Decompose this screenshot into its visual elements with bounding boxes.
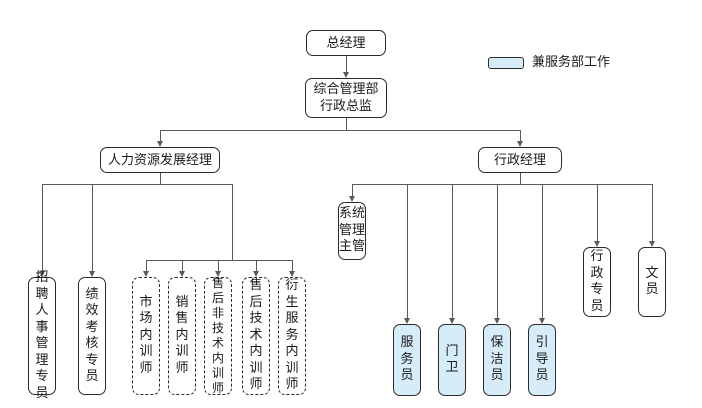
- connector-to-cleaner: [497, 184, 498, 319]
- node-guard-label: 门卫: [445, 343, 459, 376]
- arrow-to-sysadmin: [349, 196, 355, 202]
- node-admin-specialist-label: 行政专员: [590, 249, 604, 314]
- connector-to-service: [407, 184, 408, 319]
- arrow-to-market: [143, 271, 149, 277]
- node-performance-specialist-label: 绩效考核专员: [85, 286, 99, 385]
- connector-to-guide: [542, 184, 543, 319]
- arrow-to-hr: [157, 141, 163, 147]
- node-market-trainer: 市场内训师: [132, 277, 160, 395]
- connector-to-aftersales-nontech: [218, 260, 219, 272]
- arrow-to-service: [404, 318, 410, 324]
- arrow-to-performance: [89, 271, 95, 277]
- legend-label: 兼服务部工作: [532, 55, 611, 70]
- legend-swatch: [488, 57, 524, 69]
- node-hr-manager-label: 人力资源发展经理: [107, 152, 212, 168]
- arrow-gm-director: [343, 72, 349, 78]
- node-guard: 门卫: [438, 324, 466, 396]
- connector-to-hr: [160, 130, 161, 142]
- node-hr-manager: 人力资源发展经理: [100, 147, 220, 173]
- connector-admin-bus: [352, 184, 652, 185]
- connector-to-market: [146, 260, 147, 272]
- node-performance-specialist: 绩效考核专员: [78, 277, 106, 395]
- arrow-to-guard: [449, 318, 455, 324]
- connector-to-guard: [452, 184, 453, 319]
- node-guide-label: 引导员: [535, 335, 549, 384]
- arrow-to-recruit: [39, 271, 45, 277]
- connector-to-trainers: [232, 184, 233, 260]
- arrow-to-sales: [179, 271, 185, 277]
- node-derivative-trainer-label: 衍生服务内训师: [285, 278, 299, 393]
- node-general-manager: 总经理: [306, 30, 386, 56]
- node-admin-manager-label: 行政经理: [493, 152, 546, 168]
- connector-manager-bus: [160, 130, 520, 131]
- connector-to-performance: [92, 184, 93, 272]
- arrow-to-admin-specialist: [594, 241, 600, 247]
- connector-director-split: [346, 118, 347, 130]
- node-admin-director-line1: 综合管理部: [313, 82, 379, 97]
- arrow-to-clerk: [649, 241, 655, 247]
- node-sales-trainer-label: 销售内训师: [175, 294, 189, 376]
- connector-to-clerk: [652, 184, 653, 242]
- node-admin-specialist: 行政专员: [583, 247, 611, 317]
- node-admin-manager: 行政经理: [478, 147, 562, 173]
- arrow-to-aftersales-nontech: [215, 271, 221, 277]
- node-aftersales-tech-trainer-label: 售后技术内训师: [249, 278, 263, 393]
- node-recruit-specialist: 招聘人事管理专员: [28, 270, 56, 401]
- node-service-staff: 服务员: [393, 324, 421, 396]
- arrow-to-guide: [539, 318, 545, 324]
- node-aftersales-nontech-trainer-label: 售后非技术内训师: [211, 276, 224, 395]
- node-admin-director: 综合管理部 行政总监: [305, 78, 387, 118]
- connector-to-recruit: [42, 184, 43, 272]
- connector-to-sales: [182, 260, 183, 272]
- connector-to-admin-specialist: [597, 184, 598, 242]
- node-clerk-label: 文员: [645, 265, 659, 298]
- node-service-staff-label: 服务员: [400, 335, 414, 384]
- connector-admin-down: [520, 173, 521, 184]
- arrow-to-derivative: [289, 271, 295, 277]
- connector-to-aftersales-tech: [256, 260, 257, 272]
- connector-to-derivative: [292, 260, 293, 272]
- node-recruit-specialist-label: 招聘人事管理专员: [35, 270, 49, 401]
- connector-to-sysadmin: [352, 184, 353, 197]
- node-derivative-trainer: 衍生服务内训师: [278, 277, 306, 395]
- arrow-to-cleaner: [494, 318, 500, 324]
- node-system-admin-label: 系统管理主管: [339, 206, 366, 255]
- node-admin-director-line2: 行政总监: [319, 99, 372, 114]
- arrow-to-aftersales-tech: [253, 271, 259, 277]
- arrow-to-admin: [517, 141, 523, 147]
- node-market-trainer-label: 市场内训师: [139, 294, 153, 376]
- node-guide: 引导员: [528, 324, 556, 396]
- node-system-admin: 系统管理主管: [338, 202, 366, 260]
- node-sales-trainer: 销售内训师: [168, 277, 196, 395]
- connector-gm-director: [346, 56, 347, 73]
- node-cleaner-label: 保洁员: [490, 335, 504, 384]
- node-aftersales-tech-trainer: 售后技术内训师: [242, 277, 270, 395]
- node-general-manager-label: 总经理: [326, 35, 366, 51]
- connector-hr-bus: [42, 184, 232, 185]
- node-cleaner: 保洁员: [483, 324, 511, 396]
- connector-trainer-bus: [146, 260, 292, 261]
- node-aftersales-nontech-trainer: 售后非技术内训师: [204, 276, 232, 395]
- node-clerk: 文员: [638, 247, 666, 317]
- connector-to-admin: [520, 130, 521, 142]
- connector-hr-down: [160, 173, 161, 184]
